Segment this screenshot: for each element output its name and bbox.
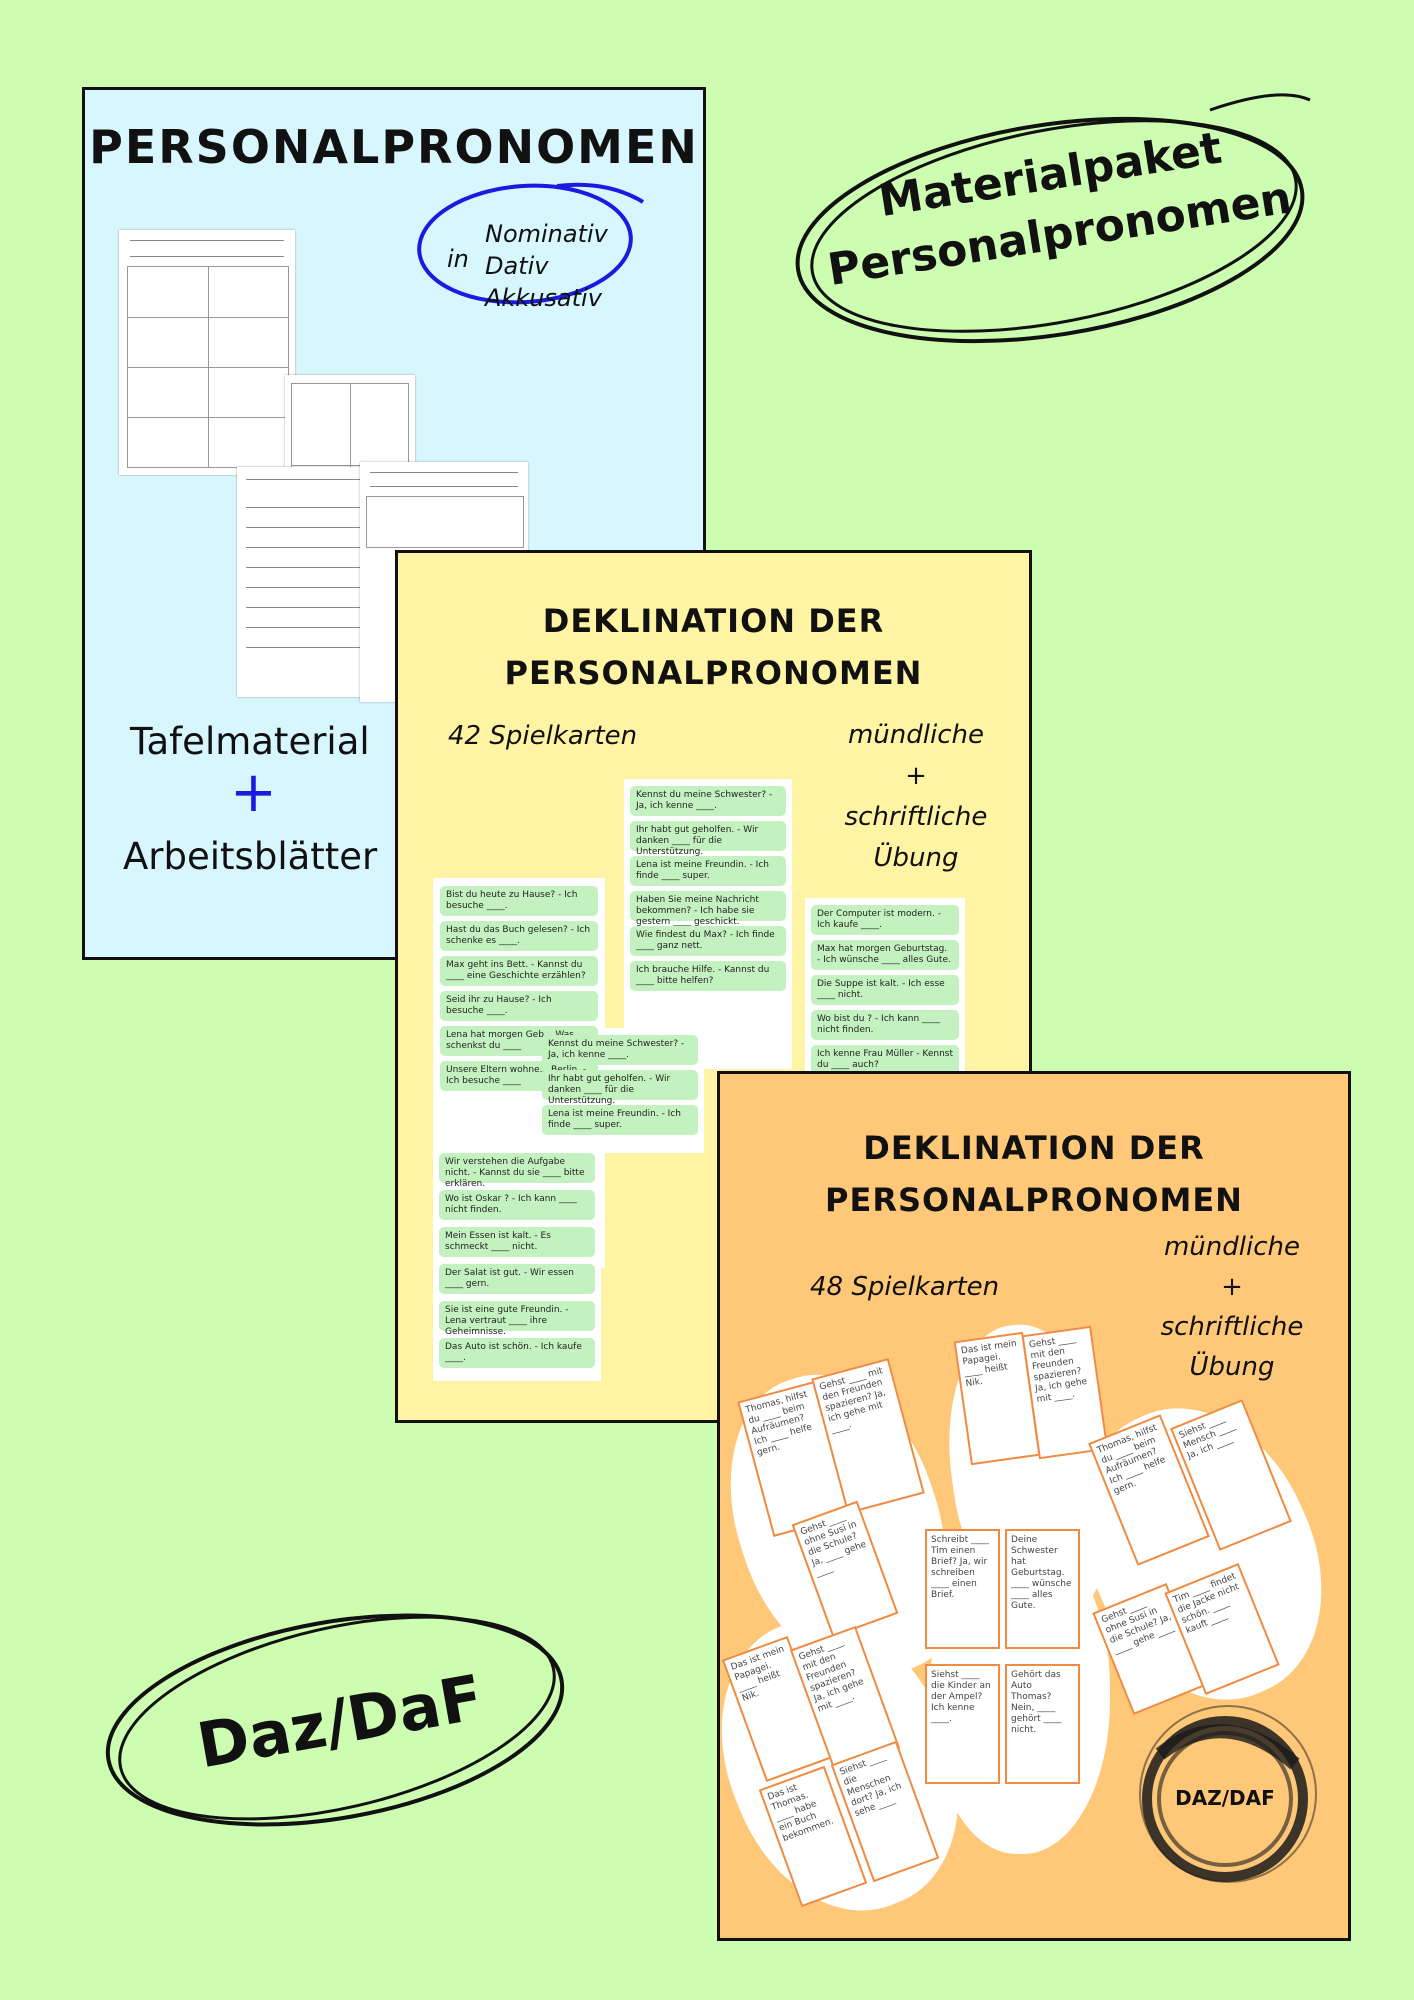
uebung-label: mündliche + schriftliche Übung xyxy=(816,715,1016,879)
title-line-2: PERSONALPRONOMEN xyxy=(825,1181,1243,1219)
game-card: Mein Essen ist kalt. - Es schmeckt ____ … xyxy=(439,1227,595,1257)
plus: + xyxy=(905,761,927,791)
game-card: Der Salat ist gut. - Wir essen ____ gern… xyxy=(439,1264,595,1294)
deklination-48-cover: DEKLINATION DER PERSONALPRONOMEN 48 Spie… xyxy=(717,1071,1351,1941)
game-card: Kennst du meine Schwester? - Ja, ich ken… xyxy=(542,1035,698,1065)
plus: + xyxy=(1221,1272,1243,1302)
game-card: Ich brauche Hilfe. - Kannst du ____ bitt… xyxy=(630,961,786,991)
personalpronomen-cover: PERSONALPRONOMEN in Nominativ Dativ Akku… xyxy=(82,87,706,960)
case-akkusativ: Akkusativ xyxy=(485,284,602,312)
worksheet-thumbnail xyxy=(119,230,295,475)
title-line-2: PERSONALPRONOMEN xyxy=(504,654,923,692)
game-card: Lena ist meine Freundin. - Ich finde ___… xyxy=(542,1105,698,1135)
schriftliche: schriftliche xyxy=(844,802,988,832)
brush-circle xyxy=(1139,1705,1317,1883)
game-card: Max hat morgen Geburtstag. - Ich wünsche… xyxy=(811,940,959,970)
tafelmaterial-label: Tafelmaterial xyxy=(130,720,370,763)
game-card: Max geht ins Bett. - Kannst du ____ eine… xyxy=(440,956,598,986)
worksheet-grid xyxy=(127,266,289,468)
game-card: Deine Schwester hat Geburtstag. ____ wün… xyxy=(1005,1529,1080,1649)
game-card: Wo ist Oskar ? - Ich kann ____ nicht fin… xyxy=(439,1190,595,1220)
game-card: Sie ist eine gute Freundin. - Lena vertr… xyxy=(439,1301,595,1337)
arbeitsblaetter-label: Arbeitsblätter xyxy=(123,835,378,878)
title-line-1: DEKLINATION DER xyxy=(863,1129,1205,1167)
game-card: Wo bist du ? - Ich kann ____ nicht finde… xyxy=(811,1010,959,1040)
game-card: Kennst du meine Schwester? - Ja, ich ken… xyxy=(630,786,786,816)
spielkarten-count: 48 Spielkarten xyxy=(810,1272,1000,1302)
game-card: Die Suppe ist kalt. - Ich esse ____ nich… xyxy=(811,975,959,1005)
game-card: Seid ihr zu Hause? - Ich besuche ____. xyxy=(440,991,598,1021)
uebung: Übung xyxy=(1189,1352,1275,1382)
uebung: Übung xyxy=(873,843,959,873)
materialpaket-scribble xyxy=(795,93,1311,344)
game-card: Ihr habt gut geholfen. - Wir danken ____… xyxy=(542,1070,698,1106)
game-card: Hast du das Buch gelesen? - Ich schenke … xyxy=(440,921,598,951)
schriftliche: schriftliche xyxy=(1160,1312,1304,1342)
personalpronomen-title: PERSONALPRONOMEN xyxy=(89,120,699,174)
game-card: Ich kenne Frau Müller - Kennst du ____ a… xyxy=(811,1045,959,1075)
game-card: Siehst ____ die Kinder an der Ampel? Ich… xyxy=(925,1664,1000,1784)
game-card: Schreibt ____ Tim einen Brief? Ja, wir s… xyxy=(925,1529,1000,1649)
game-card: Wie findest du Max? - Ich finde ____ gan… xyxy=(630,926,786,956)
game-card: Bist du heute zu Hause? - Ich besuche __… xyxy=(440,886,598,916)
uebung-label: mündliche + schriftliche Übung xyxy=(1132,1227,1332,1387)
title-line-1: DEKLINATION DER xyxy=(542,602,885,640)
case-dativ: Dativ xyxy=(485,252,549,280)
game-card: Wir verstehen die Aufgabe nicht. - Kanns… xyxy=(439,1153,595,1189)
plus-sign: + xyxy=(230,760,277,825)
case-nominativ: Nominativ xyxy=(485,220,608,248)
muendliche: mündliche xyxy=(1163,1232,1300,1262)
game-card: Haben Sie meine Nachricht bekommen? - Ic… xyxy=(630,891,786,927)
dazdaf-badge-label: DAZ/DAF xyxy=(1175,1786,1275,1810)
deklination-title: DEKLINATION DER PERSONALPRONOMEN xyxy=(398,595,1029,699)
game-card: Ihr habt gut geholfen. - Wir danken ____… xyxy=(630,821,786,857)
dazdaf-scribble xyxy=(105,1613,565,1827)
spielkarten-count: 42 Spielkarten xyxy=(448,721,638,751)
case-list: Nominativ Dativ Akkusativ xyxy=(485,218,608,314)
game-card: Das Auto ist schön. - Ich kaufe ____. xyxy=(439,1338,595,1368)
muendliche: mündliche xyxy=(847,720,984,750)
game-card: Lena ist meine Freundin. - Ich finde ___… xyxy=(630,856,786,886)
deklination-title: DEKLINATION DER PERSONALPRONOMEN xyxy=(720,1122,1348,1226)
game-card: Gehört das Auto Thomas? Nein, ____ gehör… xyxy=(1005,1664,1080,1784)
circle-prefix: in xyxy=(447,245,469,273)
blue-circle-scribble xyxy=(417,182,645,305)
game-card: Der Computer ist modern. - Ich kaufe ___… xyxy=(811,905,959,935)
